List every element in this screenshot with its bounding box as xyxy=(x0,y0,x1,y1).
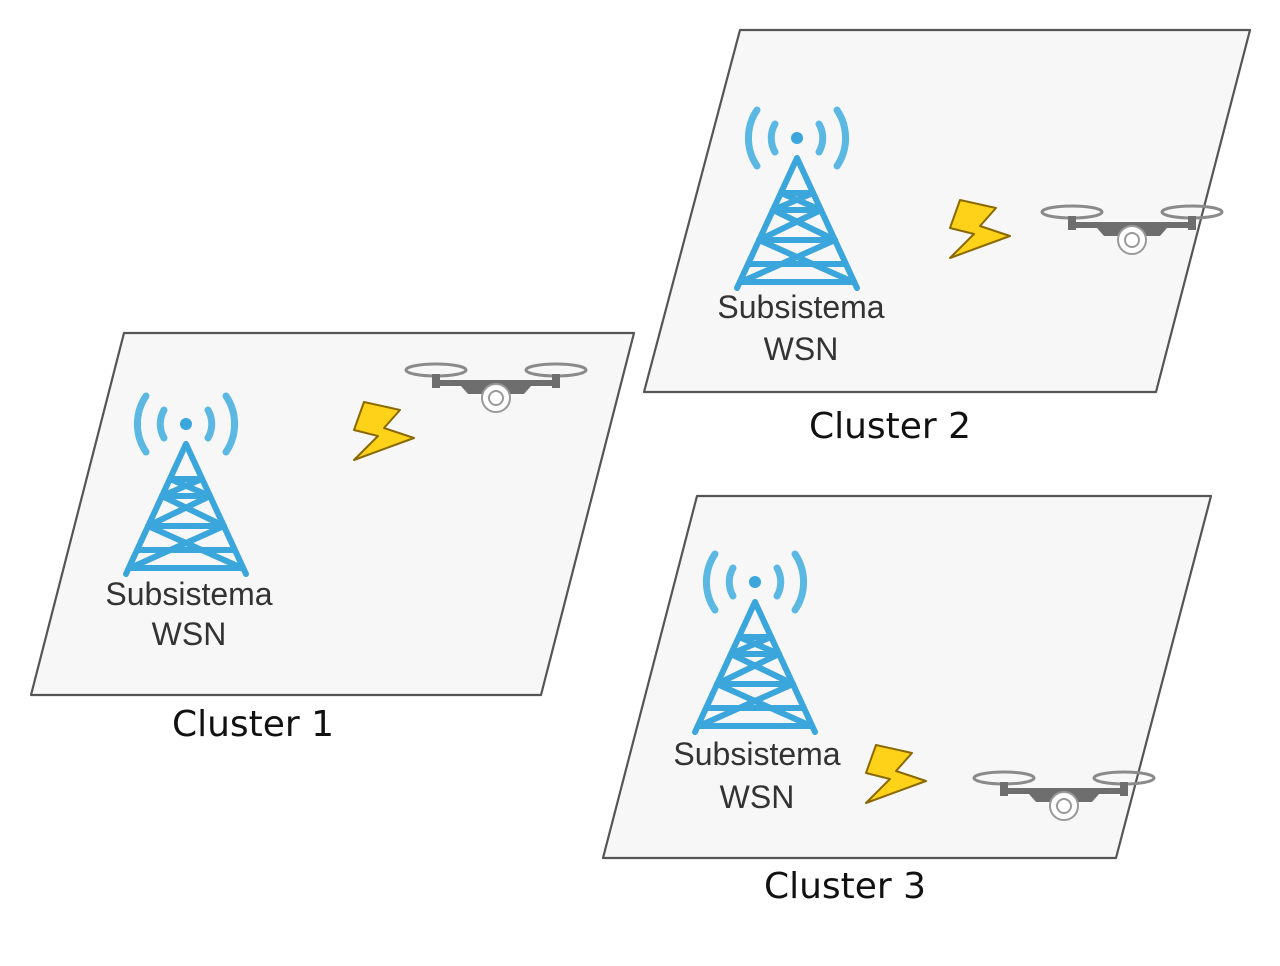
subsystem-label-line1: Subsistema xyxy=(717,289,884,325)
subsystem-label-line2: WSN xyxy=(764,331,839,367)
cluster-1-plate xyxy=(29,331,636,697)
subsystem-label-line1: Subsistema xyxy=(105,576,272,612)
cluster-3-plate xyxy=(601,494,1213,860)
cluster-1-label: Cluster 1 xyxy=(172,704,334,745)
subsystem-label-line2: WSN xyxy=(152,616,227,652)
subsystem-label-line1: Subsistema xyxy=(673,736,840,772)
cluster-3-label: Cluster 3 xyxy=(764,866,926,907)
cluster-2-plate xyxy=(642,28,1252,394)
cluster-2-label: Cluster 2 xyxy=(809,406,971,447)
cluster-3-panel: Subsistema WSN Cluster 3 xyxy=(601,494,1213,907)
subsystem-label-line2: WSN xyxy=(720,779,795,815)
cluster-1-panel: Subsistema WSN Cluster 1 xyxy=(29,331,636,745)
cluster-2-panel: Subsistema WSN Cluster 2 xyxy=(642,28,1252,447)
